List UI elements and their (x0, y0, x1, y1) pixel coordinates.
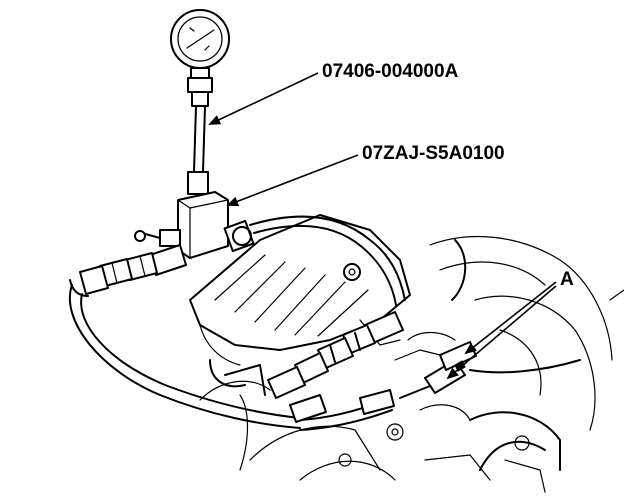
adapter-leader-line (226, 154, 359, 207)
leader-lines (208, 72, 557, 380)
pressure-adapter-block (134, 191, 255, 259)
gauge-leader-line (208, 72, 319, 125)
fuel-pressure-gauge (170, 9, 230, 195)
gauge-part-number-label: 07406-004000A (322, 61, 459, 82)
left-fittings (69, 244, 187, 297)
connector-a-leader-1 (464, 281, 557, 355)
adapter-part-number-label: 07ZAJ-S5A0100 (362, 143, 505, 164)
right-fittings (267, 311, 404, 423)
connector-a-leader-2 (446, 285, 557, 380)
connector-callout-label: A (560, 269, 574, 290)
connector-a-parts (394, 331, 581, 399)
engine-cover (189, 214, 411, 396)
